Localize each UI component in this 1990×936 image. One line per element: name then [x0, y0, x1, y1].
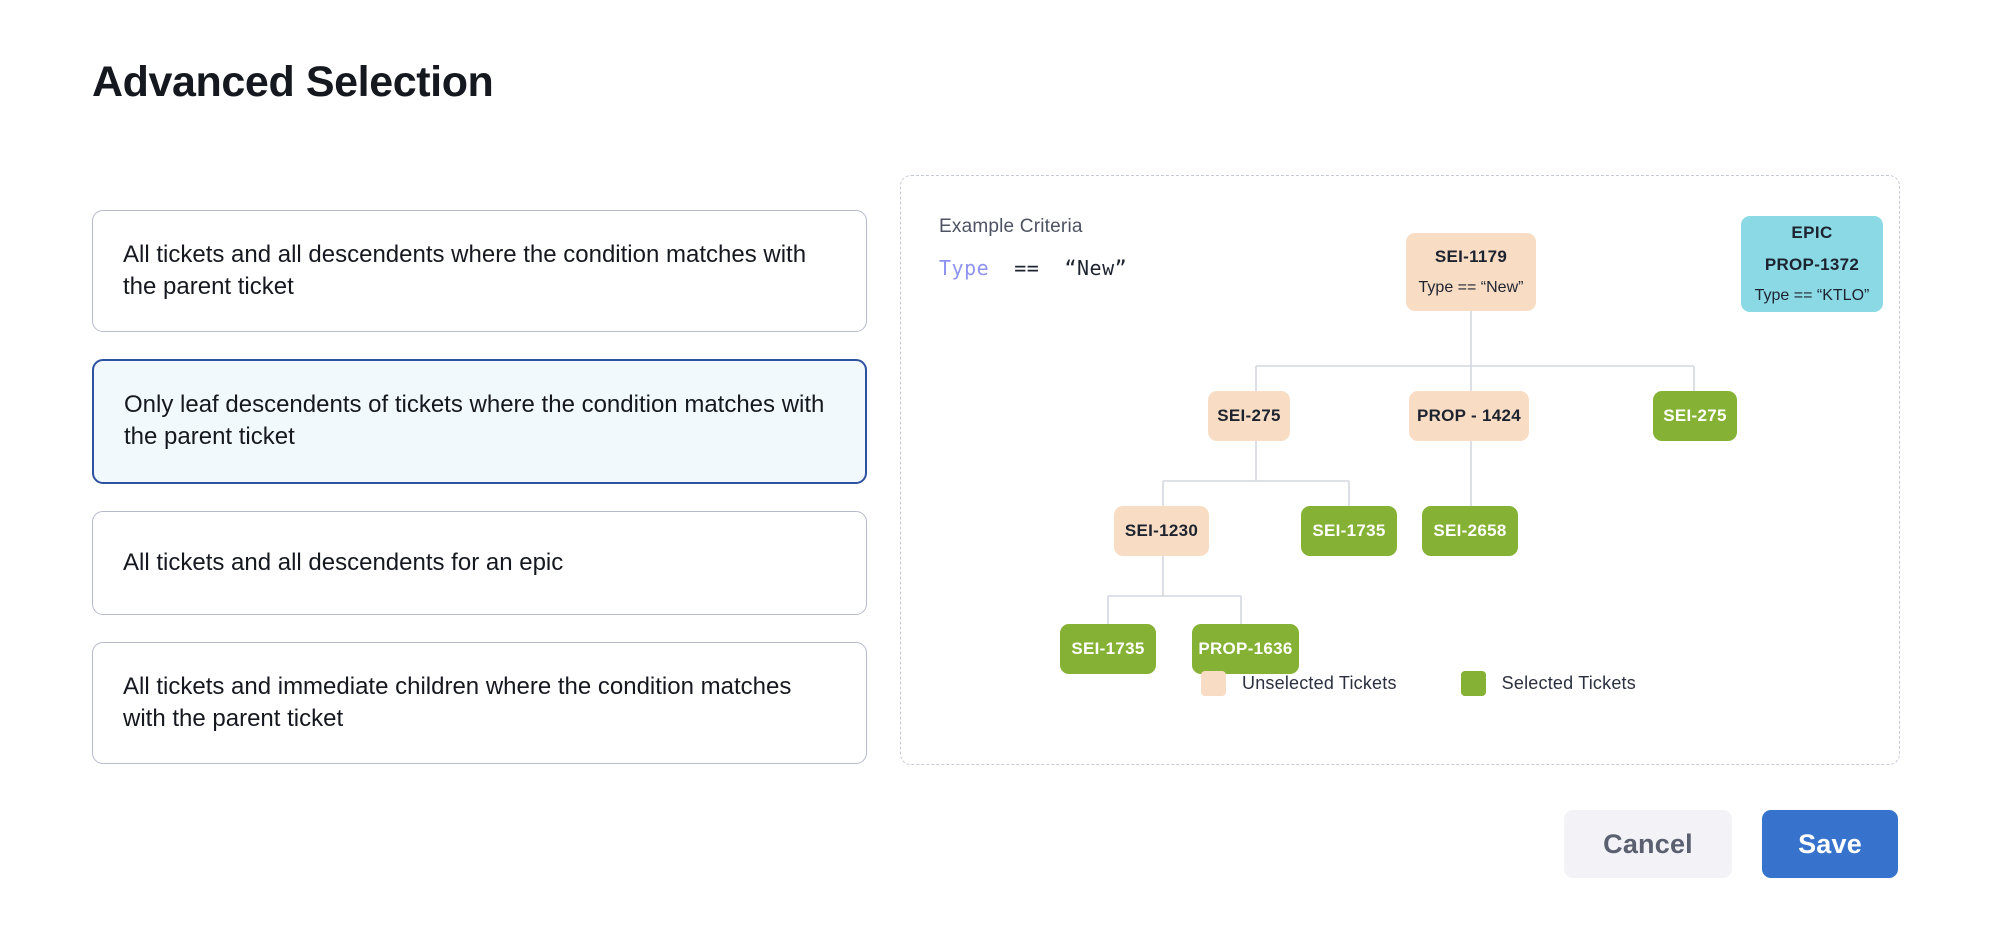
node-id: PROP-1372: [1764, 255, 1860, 274]
node-id: SEI-275: [1217, 406, 1281, 425]
example-diagram-panel: Example Criteria Type == “New”: [900, 175, 1900, 765]
node-epic-tag: EPIC: [1791, 223, 1833, 242]
cancel-button[interactable]: Cancel: [1564, 810, 1732, 878]
tree-node-prop-1636[interactable]: PROP-1636: [1192, 624, 1299, 674]
legend-item-selected: Selected Tickets: [1460, 671, 1636, 696]
criteria-operator: ==: [1014, 256, 1040, 280]
tree-node-sei-1735-row4[interactable]: SEI-1735: [1060, 624, 1156, 674]
option-label: Only leaf descendents of tickets where t…: [124, 391, 825, 451]
option-card-leaf-descendents[interactable]: Only leaf descendents of tickets where t…: [92, 359, 867, 484]
tree-node-sei-2658[interactable]: SEI-2658: [1422, 506, 1518, 556]
option-card-immediate-children[interactable]: All tickets and immediate children where…: [92, 641, 867, 764]
node-id: SEI-1230: [1124, 521, 1199, 540]
dialog-footer: Cancel Save: [1564, 810, 1898, 878]
tree-node-epic-prop-1372[interactable]: EPIC PROP-1372 Type == “KTLO”: [1741, 216, 1883, 312]
tree-node-sei-275-selected[interactable]: SEI-275: [1653, 391, 1737, 441]
option-label: All tickets and all descendents for an e…: [123, 548, 564, 576]
criteria-keyword: Type: [939, 256, 990, 280]
tree-node-sei-1230[interactable]: SEI-1230: [1114, 506, 1209, 556]
node-id: SEI-2658: [1433, 521, 1507, 540]
option-card-epic-descendents[interactable]: All tickets and all descendents for an e…: [92, 510, 867, 615]
example-criteria-block: Example Criteria Type == “New”: [939, 216, 1127, 280]
legend-label: Unselected Tickets: [1242, 673, 1397, 693]
option-label: All tickets and immediate children where…: [123, 672, 792, 732]
criteria-expression: Type == “New”: [939, 256, 1127, 280]
legend-swatch-selected-icon: [1460, 671, 1486, 696]
tree-node-sei-275-unselected[interactable]: SEI-275: [1208, 391, 1290, 441]
legend-item-unselected: Unselected Tickets: [1201, 671, 1397, 696]
node-id: SEI-1735: [1071, 639, 1145, 658]
option-list: All tickets and all descendents where th…: [92, 210, 867, 764]
criteria-value: “New”: [1064, 256, 1128, 280]
node-id: SEI-275: [1663, 406, 1727, 425]
tree-node-prop-1424[interactable]: PROP - 1424: [1409, 391, 1529, 441]
save-button[interactable]: Save: [1762, 810, 1898, 878]
diagram-legend: Unselected Tickets Selected Tickets: [1201, 671, 1636, 696]
tree-node-sei-1735-row3[interactable]: SEI-1735: [1301, 506, 1397, 556]
criteria-title: Example Criteria: [939, 216, 1083, 237]
node-condition: Type == “New”: [1418, 279, 1524, 296]
option-card-all-descendents[interactable]: All tickets and all descendents where th…: [92, 210, 867, 333]
node-id: PROP - 1424: [1416, 406, 1522, 425]
node-id: SEI-1735: [1312, 521, 1386, 540]
option-label: All tickets and all descendents where th…: [123, 241, 807, 301]
node-id: PROP-1636: [1198, 639, 1293, 658]
legend-label: Selected Tickets: [1501, 673, 1636, 693]
node-id: SEI-1179: [1434, 247, 1508, 266]
legend-swatch-unselected-icon: [1201, 671, 1226, 696]
tree-node-sei-1179[interactable]: SEI-1179 Type == “New”: [1406, 233, 1536, 311]
page-title: Advanced Selection: [92, 58, 494, 106]
node-condition: Type == “KTLO”: [1754, 287, 1870, 304]
